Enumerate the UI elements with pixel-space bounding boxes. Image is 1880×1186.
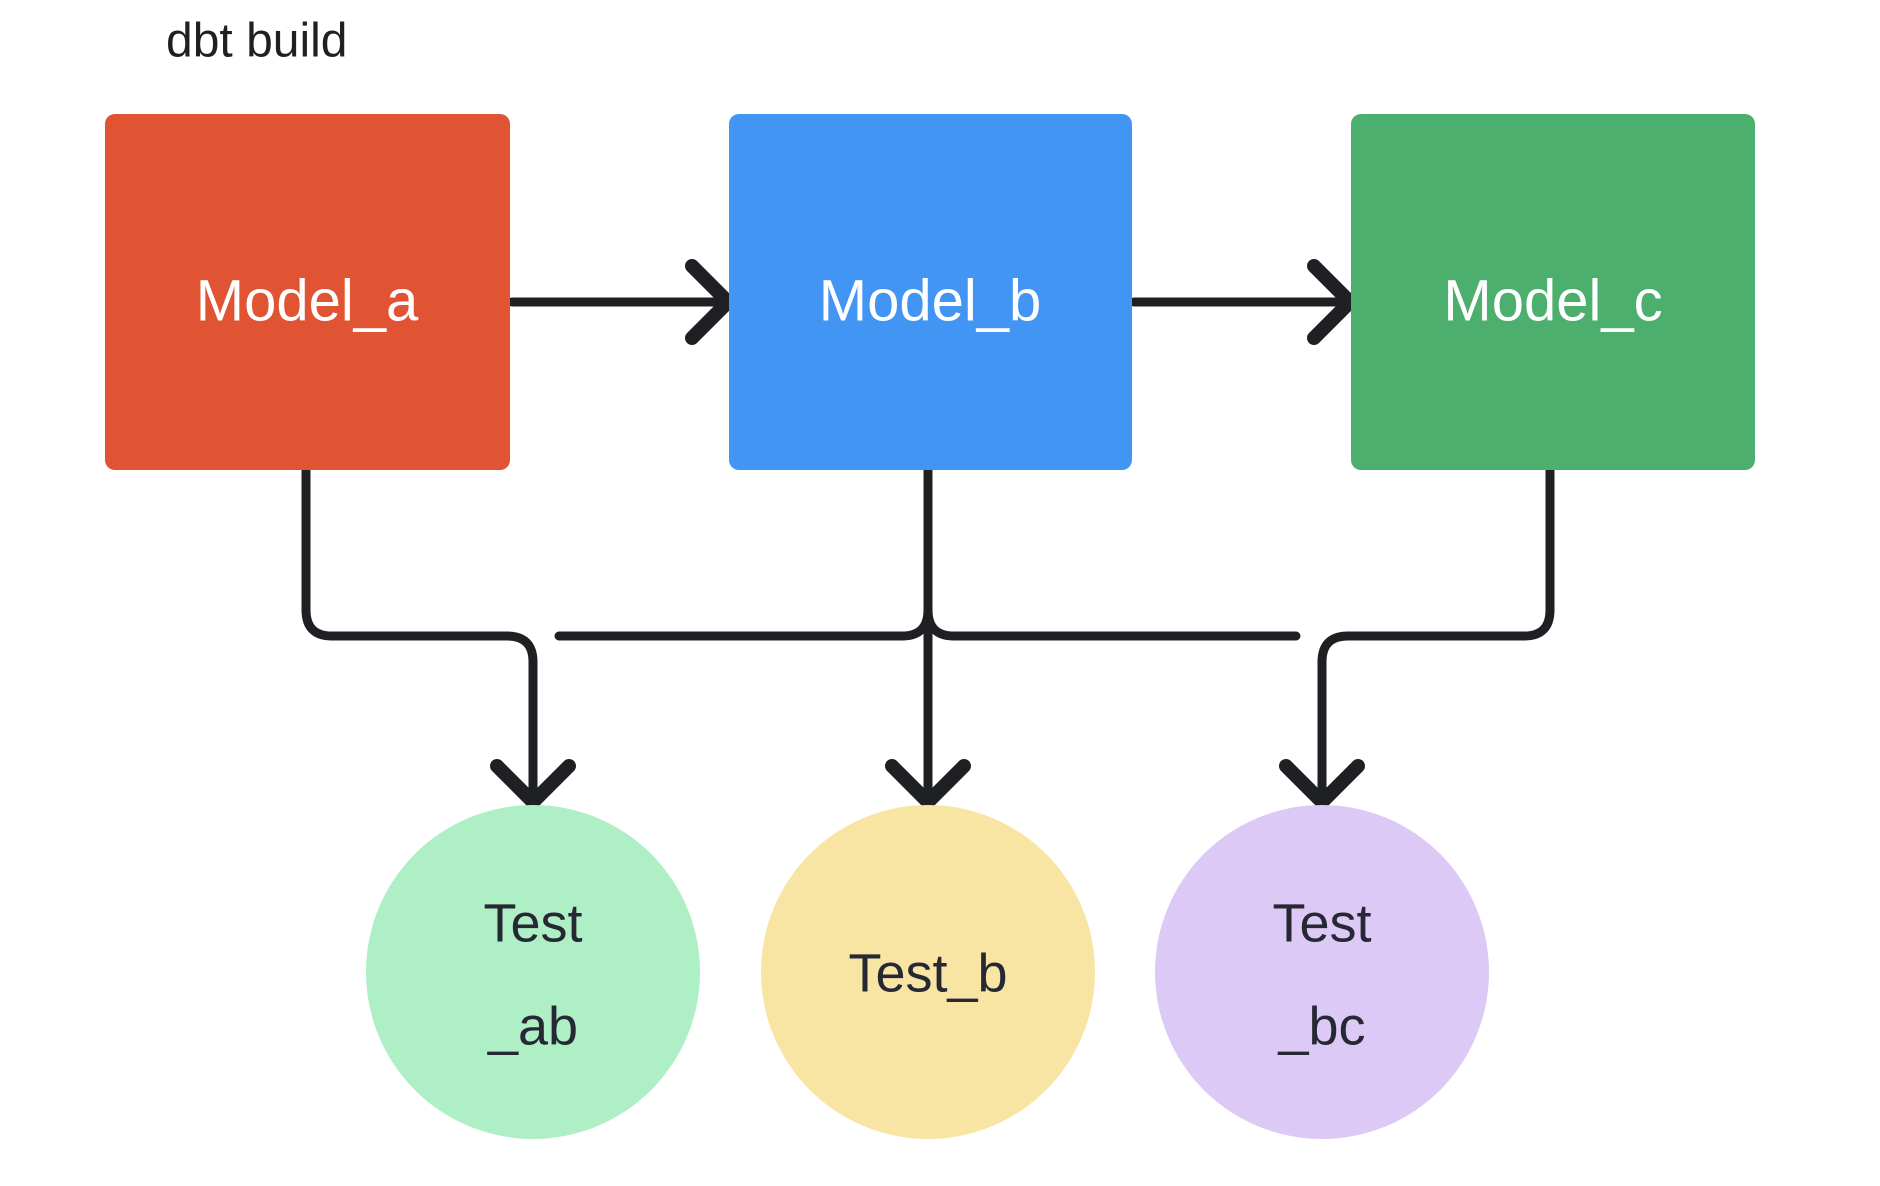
test-ab-shape[interactable] — [366, 805, 700, 1139]
edge-bus-right — [923, 605, 1301, 641]
edge-model-a-to-test-ab — [301, 465, 576, 809]
model-node-model-a[interactable]: Model_a — [105, 114, 510, 470]
edge-bus-left — [554, 605, 933, 641]
edge-layer — [301, 259, 1555, 809]
test-bc-label-line1: Test — [1272, 893, 1371, 953]
test-node-test-ab[interactable]: Test _ab — [366, 805, 700, 1139]
model-c-label: Model_c — [1443, 268, 1662, 333]
test-b-label-line1: Test_b — [848, 943, 1007, 1003]
model-a-label: Model_a — [196, 268, 419, 333]
arrowhead-icon — [885, 759, 971, 809]
arrowhead-icon — [490, 759, 576, 809]
model-c-shape[interactable] — [1351, 114, 1755, 470]
arrowhead-icon — [1307, 259, 1357, 345]
test-ab-label-line1: Test — [483, 893, 582, 953]
edge-model-b-to-model-c — [1129, 259, 1357, 345]
test-bc-label-line2: _bc — [1277, 996, 1365, 1056]
test-bc-shape[interactable] — [1155, 805, 1489, 1139]
model-b-label: Model_b — [819, 268, 1041, 333]
edge-model-c-to-test-bc — [1279, 465, 1555, 809]
model-node-model-b[interactable]: Model_b — [729, 114, 1132, 470]
edge-line — [301, 465, 538, 805]
edge-line — [923, 605, 1301, 641]
arrowhead-icon — [685, 259, 735, 345]
page-title: dbt build — [166, 15, 347, 68]
test-node-test-b[interactable]: Test_b — [761, 805, 1095, 1139]
arrowhead-icon — [1279, 759, 1365, 809]
edge-model-b-to-test-b — [885, 465, 971, 809]
edge-line — [554, 605, 933, 641]
test-b-shape[interactable] — [761, 805, 1095, 1139]
test-node-test-bc[interactable]: Test _bc — [1155, 805, 1489, 1139]
edge-model-a-to-model-b — [507, 259, 735, 345]
test-ab-label-line2: _ab — [487, 996, 578, 1056]
edge-line — [1317, 465, 1555, 805]
model-b-shape[interactable] — [729, 114, 1132, 470]
model-a-shape[interactable] — [105, 114, 510, 470]
model-node-model-c[interactable]: Model_c — [1351, 114, 1755, 470]
